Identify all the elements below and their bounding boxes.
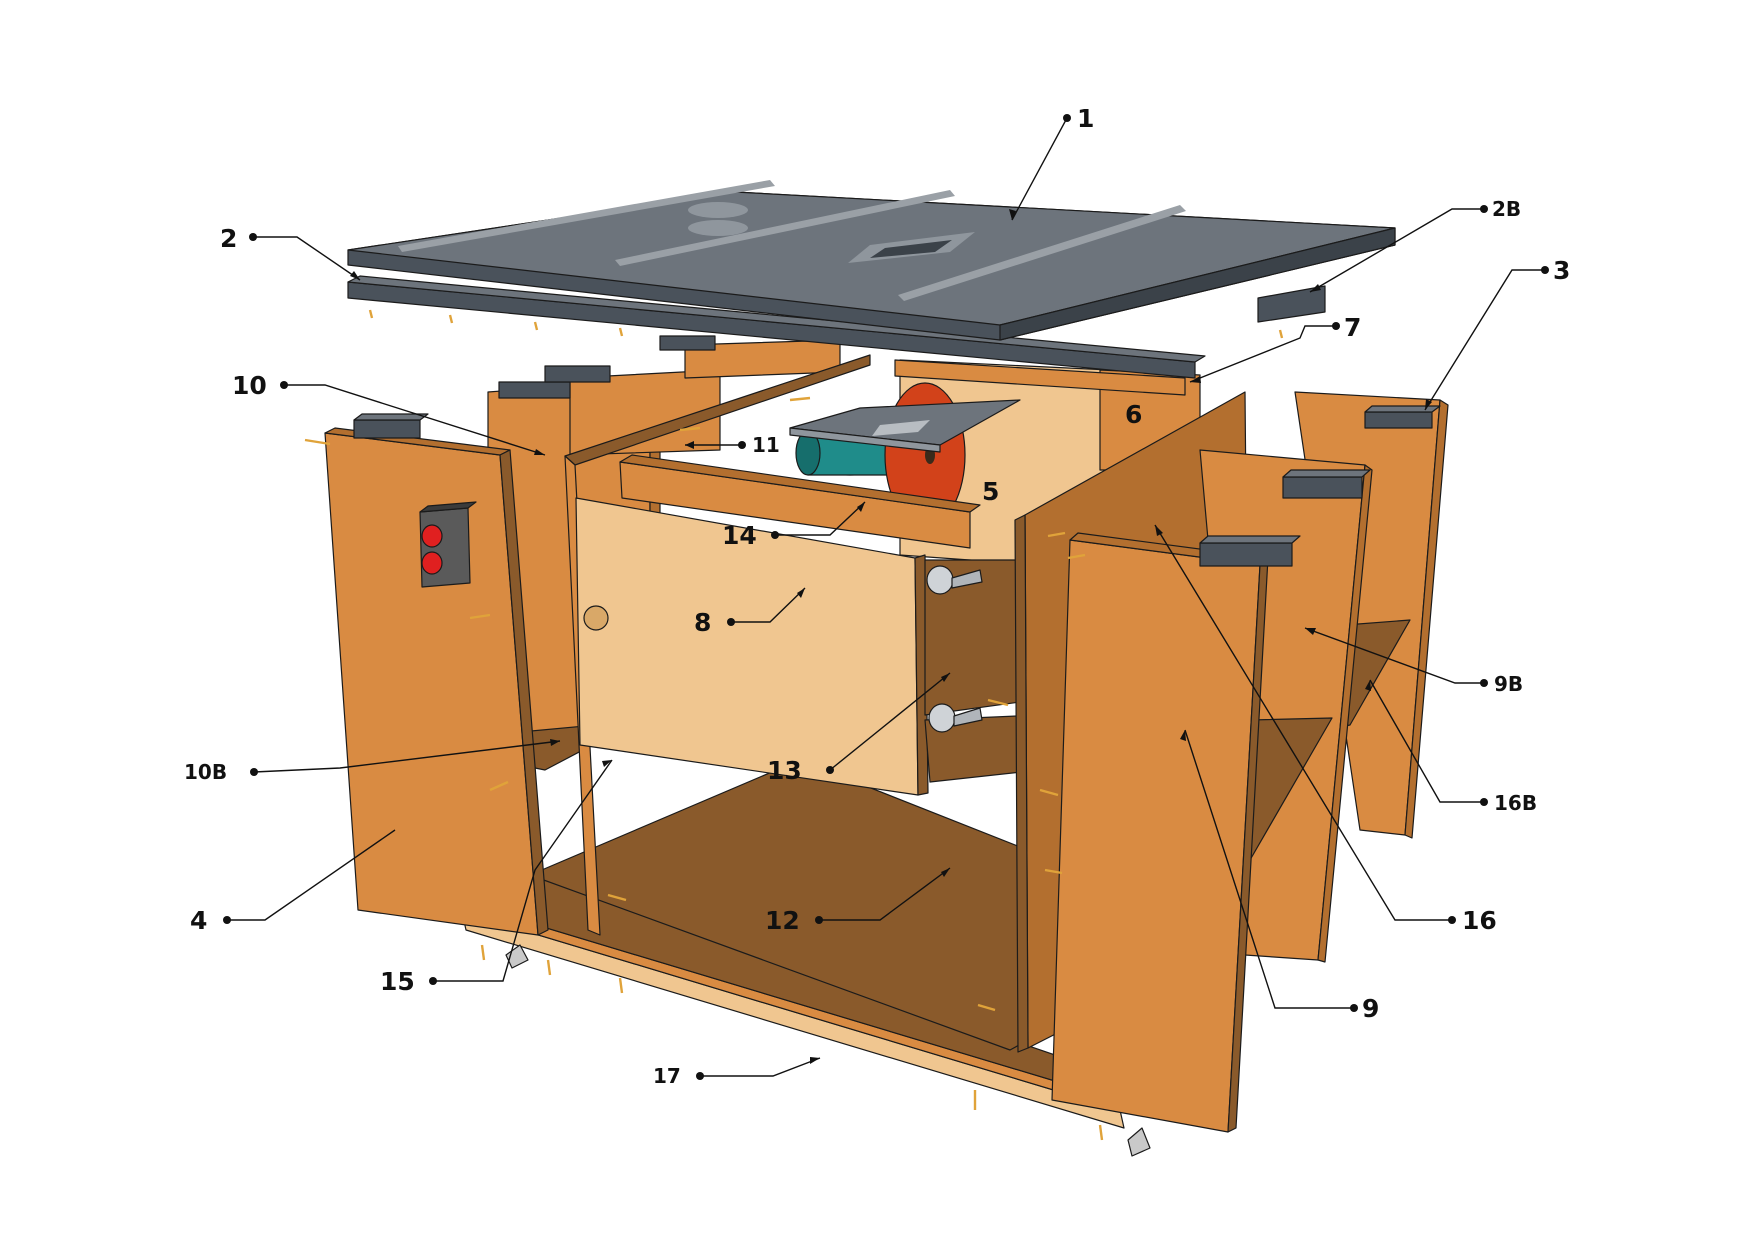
label-1: 1 <box>1077 104 1094 133</box>
label-7: 7 <box>1344 313 1361 342</box>
cross-beam-14 <box>619 454 981 549</box>
label-4: 4 <box>190 906 207 935</box>
leader-lines <box>227 117 1545 1077</box>
label-13: 13 <box>767 756 802 785</box>
rail-7 <box>894 359 1186 396</box>
label-6: 6 <box>1125 400 1142 429</box>
table-top-1 <box>347 180 1396 341</box>
label-14: 14 <box>722 521 757 550</box>
switch-red-button-2 <box>421 551 443 575</box>
label-10: 10 <box>232 371 267 400</box>
label-3: 3 <box>1553 256 1570 285</box>
rear-center-panel <box>569 339 841 456</box>
screws <box>304 309 1284 1141</box>
steel-blocks <box>353 285 1441 567</box>
left-side-panel <box>324 427 549 936</box>
label-9: 9 <box>1362 994 1379 1023</box>
label-16b: 16B <box>1494 791 1537 815</box>
label-10b: 10B <box>184 760 227 784</box>
front-door <box>575 497 929 796</box>
label-11: 11 <box>752 433 780 457</box>
label-2: 2 <box>220 224 237 253</box>
label-17: 17 <box>653 1064 681 1088</box>
part-labels: 1 2 2B 3 4 5 6 7 8 9 9B 10 10B 11 12 13 … <box>184 104 1570 1088</box>
label-8: 8 <box>694 608 711 637</box>
leader-arrowheads <box>350 209 1432 1064</box>
switch-red-button <box>421 524 443 548</box>
clamp-handles <box>926 565 983 733</box>
knob-icon <box>583 605 609 631</box>
label-9b: 9B <box>1494 672 1523 696</box>
switch-box-icon <box>419 501 477 588</box>
right-front-panel-9 <box>1051 532 1269 1133</box>
label-5: 5 <box>982 477 999 506</box>
label-15: 15 <box>380 967 415 996</box>
saw-assembly <box>789 382 1021 528</box>
label-2b: 2B <box>1492 197 1521 221</box>
label-12: 12 <box>765 906 800 935</box>
leader-dots <box>223 114 1549 1080</box>
sub-frame-2 <box>347 275 1206 379</box>
label-16: 16 <box>1462 906 1497 935</box>
